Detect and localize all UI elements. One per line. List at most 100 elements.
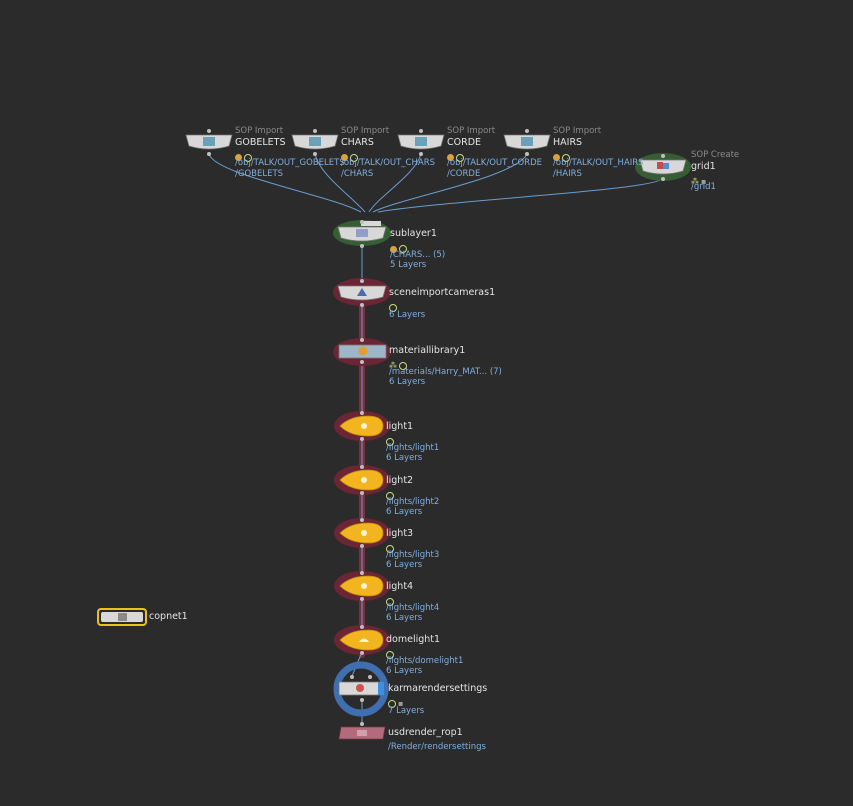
label-sublayer1: sublayer1 /CHARS... (5) 5 Layers (390, 229, 445, 270)
node-name: light3 (386, 528, 414, 539)
label-karmarendersettings: karmarendersettings ▪ 7 Layers (388, 684, 487, 715)
layer-count: 6 Layers (386, 666, 423, 676)
label-hairs: SOP Import HAIRS /obj/TALK/OUT_HAIRS /HA… (553, 127, 644, 178)
layer-count: 6 Layers (389, 309, 426, 320)
light-bulb-icon (361, 477, 367, 483)
flag-icon (389, 304, 397, 312)
camera-icon (357, 288, 367, 296)
node-light3[interactable] (334, 518, 390, 548)
node-name: CHARS (341, 136, 374, 148)
render-settings-icon (356, 684, 364, 692)
node-usdrender-rop1[interactable] (338, 722, 386, 740)
render-rop-icon (357, 730, 367, 736)
label-corde: SOP Import CORDE /obj/TALK/OUT_CORDE /CO… (447, 127, 542, 178)
node-materiallibrary1[interactable] (333, 338, 391, 366)
label-domelight1: domelight1 /lights/domelight1 6 Layers (386, 635, 463, 676)
node-path: /Render/rendersettings (388, 741, 486, 752)
node-light1[interactable] (334, 411, 390, 441)
layer-count: 6 Layers (389, 377, 426, 387)
node-hairs[interactable] (503, 129, 551, 156)
flag-icon (399, 362, 407, 370)
node-name: karmarendersettings (388, 683, 488, 694)
dome-light-icon (359, 638, 369, 642)
flag-icon (386, 492, 394, 500)
node-path: /lights/domelight1 (386, 655, 464, 666)
node-name: grid1 (691, 160, 716, 172)
node-corde[interactable] (397, 129, 445, 156)
cube-icon (521, 137, 533, 146)
copnet-icon (118, 613, 127, 621)
label-usdrender-rop1: usdrender_rop1 /Render/rendersettings (388, 728, 486, 751)
layer-count: 6 Layers (386, 507, 423, 517)
node-prim: /grid1 (691, 182, 716, 192)
layer-count: 7 Layers (388, 705, 425, 716)
flag-icon (562, 153, 570, 162)
cube-icon (203, 137, 215, 146)
node-name: CORDE (447, 136, 482, 148)
cube-icon (309, 137, 321, 146)
node-path: /lights/light3 (386, 549, 440, 560)
cube-icon (415, 137, 427, 146)
node-path: /obj/TALK/OUT_CORDE (447, 158, 543, 168)
node-name: sublayer1 (390, 228, 437, 239)
node-gobelets[interactable] (185, 129, 233, 156)
node-prim: /HAIRS (553, 168, 582, 179)
node-name: light1 (386, 421, 414, 432)
node-karmarendersettings[interactable] (333, 661, 389, 717)
node-path: /CHARS... (5) (390, 249, 446, 260)
flag-icon (386, 438, 394, 446)
node-sceneimportcameras1[interactable] (333, 278, 391, 307)
light-bulb-icon (361, 583, 367, 589)
node-path: /obj/TALK/OUT_GOBELETS (235, 158, 345, 168)
node-path: /obj/TALK/OUT_CHARS (341, 158, 436, 168)
node-prim: /CHARS (341, 168, 374, 179)
node-path: /obj/TALK/OUT_HAIRS (553, 158, 644, 168)
light-bulb-icon (361, 530, 367, 536)
bypass-icon: ⁂ (691, 176, 699, 186)
material-icon (358, 346, 368, 356)
node-chars[interactable] (291, 129, 339, 156)
layer-count: 6 Layers (386, 453, 423, 463)
node-grid1[interactable] (635, 153, 691, 181)
node-copnet1[interactable] (97, 608, 147, 626)
node-type: SOP Import (341, 126, 390, 136)
bypass-icon: ⁂ (389, 361, 397, 370)
node-name: HAIRS (553, 136, 583, 148)
label-materiallibrary1: materiallibrary1 ⁂ /materials/Harry_MAT.… (389, 346, 502, 387)
node-name: light4 (386, 581, 414, 592)
node-name: copnet1 (149, 611, 188, 622)
flag-icon (244, 153, 252, 162)
flag-icon (386, 598, 394, 606)
node-type: SOP Import (235, 126, 284, 136)
node-prim: /GOBELETS (235, 168, 284, 179)
label-sceneimportcameras1: sceneimportcameras1 6 Layers (389, 288, 495, 319)
lock-icon: ▪ (701, 176, 707, 186)
flag-icon (386, 651, 394, 659)
flag-icon (388, 700, 396, 708)
label-light2: light2 /lights/light2 6 Layers (386, 476, 439, 517)
node-name: domelight1 (386, 634, 441, 645)
node-name: materiallibrary1 (389, 345, 466, 356)
layer-count: 5 Layers (390, 260, 427, 270)
node-path: /lights/light2 (386, 496, 440, 507)
node-name: light2 (386, 475, 414, 486)
flag-icon (386, 545, 394, 553)
node-sublayer1[interactable] (333, 220, 391, 248)
node-path: /lights/light4 (386, 602, 440, 613)
flag-icon (399, 245, 407, 253)
node-light2[interactable] (334, 465, 390, 495)
label-chars: SOP Import CHARS /obj/TALK/OUT_CHARS /CH… (341, 127, 435, 178)
layers-icon (356, 229, 368, 237)
warning-icon (235, 154, 242, 161)
node-light4[interactable] (334, 571, 390, 601)
light-bulb-icon (361, 423, 367, 429)
node-domelight1[interactable] (334, 625, 390, 655)
flag-icon (456, 153, 464, 162)
warning-icon (447, 154, 454, 161)
layer-count: 6 Layers (386, 560, 423, 570)
node-type: SOP Import (553, 126, 602, 136)
node-name: sceneimportcameras1 (389, 287, 496, 298)
node-name: GOBELETS (235, 136, 286, 148)
node-path: /lights/light1 (386, 442, 440, 453)
